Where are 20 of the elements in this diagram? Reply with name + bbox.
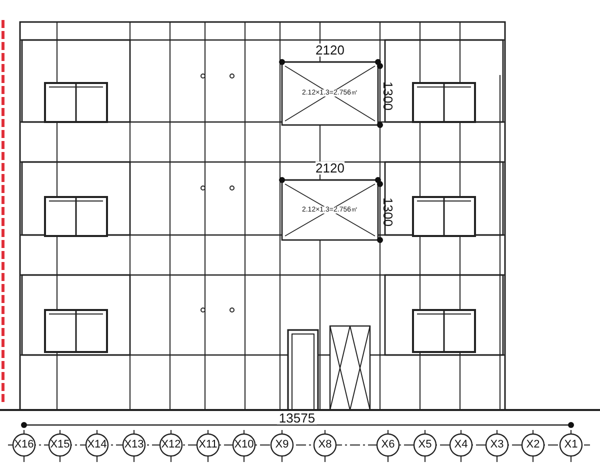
axis-label: X12 [161, 440, 181, 450]
axis-label: X3 [490, 440, 504, 450]
dimension-label: 2120 [316, 44, 344, 56]
dimension-label: 13575 [276, 412, 318, 424]
axis-label: X9 [275, 440, 289, 450]
axis-label: X10 [234, 440, 254, 450]
axis-label: X1 [564, 440, 578, 450]
dimension-label: 2120 [316, 162, 344, 174]
axis-label: X15 [50, 440, 70, 450]
axis-label: X13 [124, 440, 144, 450]
axis-label: X6 [381, 440, 395, 450]
axis-label: X4 [454, 440, 468, 450]
axis-label: X16 [14, 440, 34, 450]
dimension-label: 1300 [382, 82, 394, 110]
axis-label: X11 [198, 440, 218, 450]
axis-label: X5 [418, 440, 432, 450]
axis-label: X2 [526, 440, 540, 450]
dimension-label: 1300 [382, 198, 394, 226]
axis-label: X14 [87, 440, 107, 450]
axis-label: X8 [318, 440, 332, 450]
